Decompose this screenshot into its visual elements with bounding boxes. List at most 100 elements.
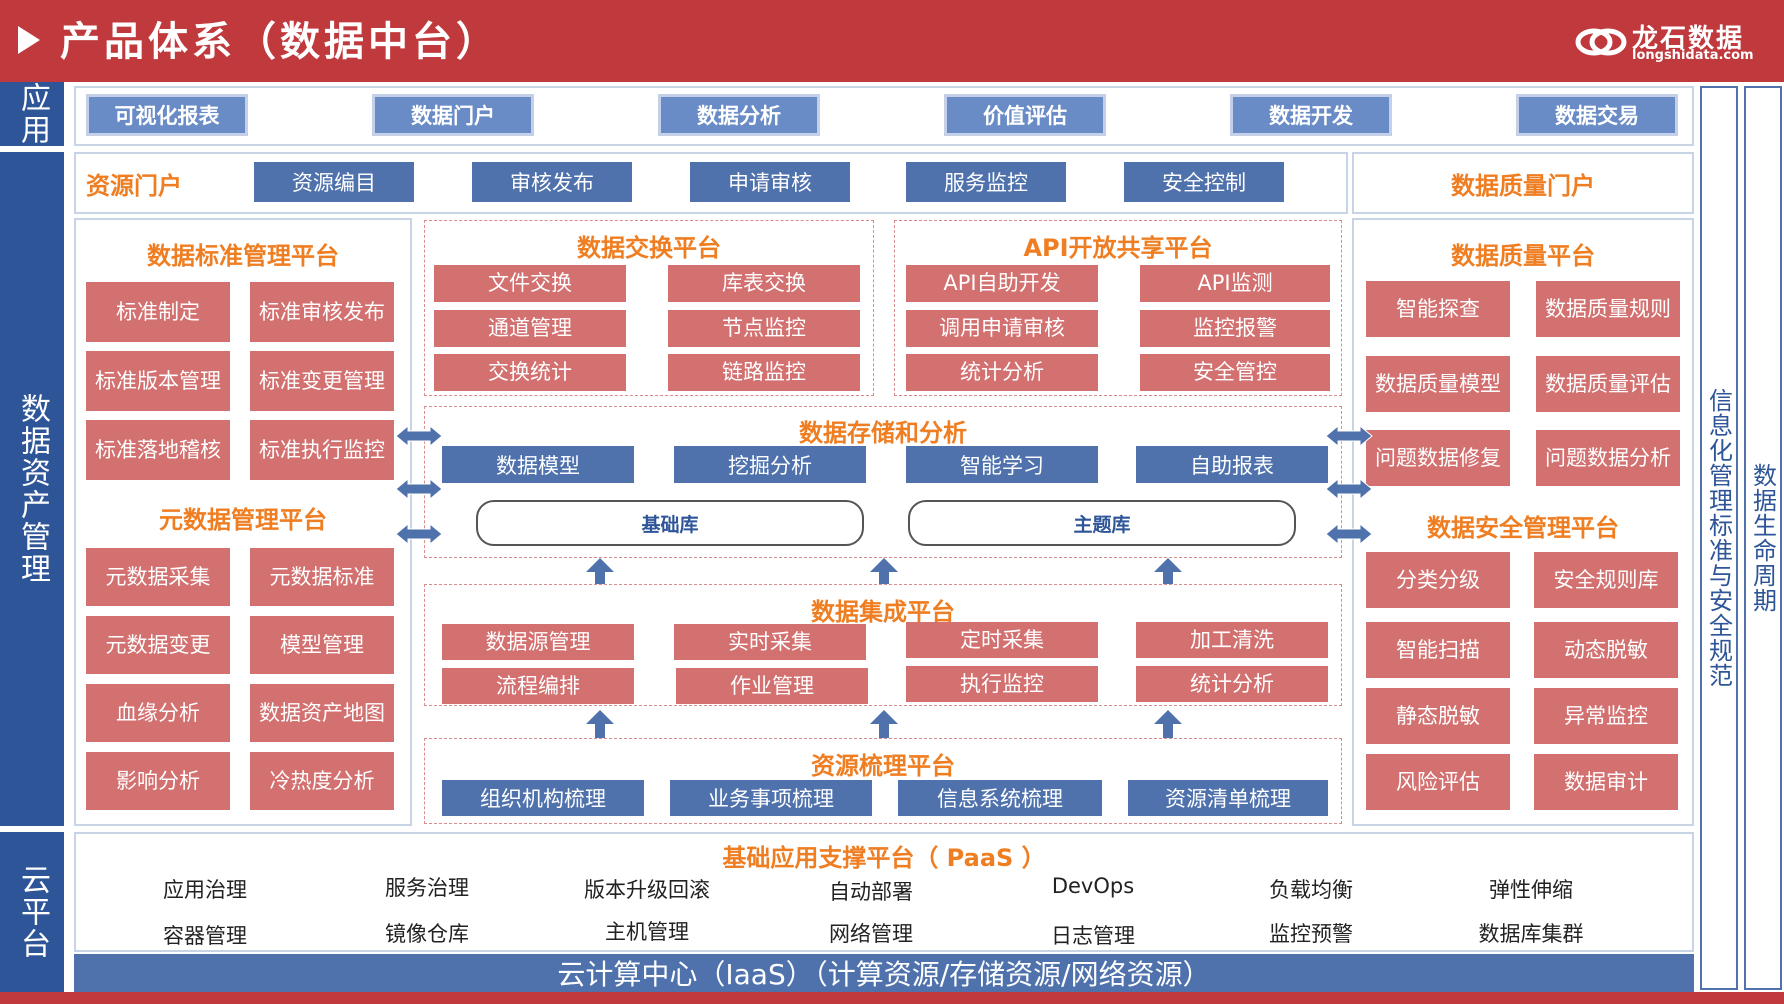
paas-item-container: 容器管理 xyxy=(163,924,247,948)
security-item-dynamic-mask[interactable]: 动态脱敏 xyxy=(1534,622,1678,678)
quality-item-assess[interactable]: 数据质量评估 xyxy=(1536,356,1680,412)
exchange-item-link-monitor[interactable]: 链路监控 xyxy=(668,354,860,391)
security-item-static-mask[interactable]: 静态脱敏 xyxy=(1366,688,1510,744)
portal-button-apply-review[interactable]: 申请审核 xyxy=(690,162,850,202)
std-item-version[interactable]: 标准版本管理 xyxy=(86,351,230,411)
std-item-review-publish[interactable]: 标准审核发布 xyxy=(250,282,394,342)
std-item-change[interactable]: 标准变更管理 xyxy=(250,351,394,411)
meta-platform-title: 元数据管理平台 xyxy=(159,506,327,534)
integration-item-job[interactable]: 作业管理 xyxy=(676,668,868,704)
sort-item-inventory[interactable]: 资源清单梳理 xyxy=(1128,780,1328,816)
app-button-data-trade[interactable]: 数据交易 xyxy=(1516,94,1678,136)
quality-portal-title: 数据质量门户 xyxy=(1451,171,1595,200)
app-button-data-development[interactable]: 数据开发 xyxy=(1230,94,1392,136)
storage-item-model[interactable]: 数据模型 xyxy=(442,446,634,483)
play-triangle-icon xyxy=(18,26,40,54)
storage-title: 数据存储和分析 xyxy=(799,419,967,447)
db-base[interactable]: 基础库 xyxy=(476,500,864,546)
exchange-item-node-monitor[interactable]: 节点监控 xyxy=(668,310,860,347)
meta-item-standard[interactable]: 元数据标准 xyxy=(250,548,394,606)
storage-item-mining[interactable]: 挖掘分析 xyxy=(674,446,866,483)
app-button-data-portal[interactable]: 数据门户 xyxy=(372,94,534,136)
side-label-lifecycle: 数据生命周期 xyxy=(1744,86,1782,990)
paas-item-alert: 监控预警 xyxy=(1269,922,1353,946)
sort-item-system[interactable]: 信息系统梳理 xyxy=(898,780,1102,816)
paas-item-image-repo: 镜像仓库 xyxy=(385,922,469,946)
side-label-lifecycle-text: 数据生命周期 xyxy=(1748,463,1777,613)
integration-item-scheduled[interactable]: 定时采集 xyxy=(906,622,1098,658)
integration-item-realtime[interactable]: 实时采集 xyxy=(674,624,866,660)
meta-item-heat[interactable]: 冷热度分析 xyxy=(250,752,394,810)
storage-item-report[interactable]: 自助报表 xyxy=(1136,446,1328,483)
std-item-define[interactable]: 标准制定 xyxy=(86,282,230,342)
meta-item-model[interactable]: 模型管理 xyxy=(250,616,394,674)
up-arrow-icon xyxy=(1154,558,1182,584)
app-button-value-assessment[interactable]: 价值评估 xyxy=(944,94,1106,136)
portal-button-security-control[interactable]: 安全控制 xyxy=(1124,162,1284,202)
quality-platform-title: 数据质量平台 xyxy=(1451,242,1595,270)
side-label-cloud: 云平台 xyxy=(0,832,64,992)
api-item-self-dev[interactable]: API自助开发 xyxy=(906,265,1098,302)
paas-item-db-cluster: 数据库集群 xyxy=(1478,922,1584,946)
portal-button-service-monitor[interactable]: 服务监控 xyxy=(906,162,1066,202)
security-item-classify[interactable]: 分类分级 xyxy=(1366,552,1510,608)
portal-button-review-publish[interactable]: 审核发布 xyxy=(472,162,632,202)
portal-button-catalog[interactable]: 资源编目 xyxy=(254,162,414,202)
quality-item-model[interactable]: 数据质量模型 xyxy=(1366,356,1510,412)
sort-item-business[interactable]: 业务事项梳理 xyxy=(670,780,872,816)
meta-item-impact[interactable]: 影响分析 xyxy=(86,752,230,810)
security-item-anomaly[interactable]: 异常监控 xyxy=(1534,688,1678,744)
app-button-visual-report[interactable]: 可视化报表 xyxy=(86,94,248,136)
db-theme[interactable]: 主题库 xyxy=(908,500,1296,546)
side-label-cloud-text: 云平台 xyxy=(15,864,50,960)
security-platform-title: 数据安全管理平台 xyxy=(1427,514,1619,542)
app-row-panel xyxy=(74,86,1694,146)
quality-item-repair[interactable]: 问题数据修复 xyxy=(1366,430,1510,486)
exchange-item-stats[interactable]: 交换统计 xyxy=(434,354,626,391)
meta-item-change[interactable]: 元数据变更 xyxy=(86,616,230,674)
resource-portal-title: 资源门户 xyxy=(86,172,182,200)
std-item-audit[interactable]: 标准落地稽核 xyxy=(86,420,230,480)
meta-item-collect[interactable]: 元数据采集 xyxy=(86,548,230,606)
integration-title: 数据集成平台 xyxy=(811,598,955,626)
exchange-item-table[interactable]: 库表交换 xyxy=(668,265,860,302)
side-label-standard-text: 信息化管理标准与安全规范 xyxy=(1704,388,1733,688)
storage-item-ml[interactable]: 智能学习 xyxy=(906,446,1098,483)
side-label-app-text: 应用 xyxy=(15,82,50,146)
api-item-alarm[interactable]: 监控报警 xyxy=(1140,310,1330,347)
double-arrow-icon xyxy=(395,424,443,448)
paas-panel xyxy=(74,832,1694,952)
quality-item-rules[interactable]: 数据质量规则 xyxy=(1536,281,1680,337)
logo-url: longshidata.com xyxy=(1632,48,1754,63)
integration-item-cleanse[interactable]: 加工清洗 xyxy=(1136,622,1328,658)
quality-item-analysis[interactable]: 问题数据分析 xyxy=(1536,430,1680,486)
security-item-risk[interactable]: 风险评估 xyxy=(1366,754,1510,810)
paas-item-version-rollback: 版本升级回滚 xyxy=(584,878,710,902)
integration-item-flow[interactable]: 流程编排 xyxy=(442,668,634,704)
security-item-rulebase[interactable]: 安全规则库 xyxy=(1534,552,1678,608)
paas-item-app-governance: 应用治理 xyxy=(163,878,247,902)
meta-item-lineage[interactable]: 血缘分析 xyxy=(86,684,230,742)
integration-item-exec-monitor[interactable]: 执行监控 xyxy=(906,666,1098,702)
paas-item-host: 主机管理 xyxy=(605,920,689,944)
api-item-stats[interactable]: 统计分析 xyxy=(906,354,1098,391)
quality-item-probe[interactable]: 智能探查 xyxy=(1366,281,1510,337)
paas-item-network: 网络管理 xyxy=(829,922,913,946)
api-item-security[interactable]: 安全管控 xyxy=(1140,354,1330,391)
integration-item-stats[interactable]: 统计分析 xyxy=(1136,666,1328,702)
up-arrow-icon xyxy=(1154,710,1182,738)
security-item-audit[interactable]: 数据审计 xyxy=(1534,754,1678,810)
exchange-item-channel[interactable]: 通道管理 xyxy=(434,310,626,347)
integration-item-datasource[interactable]: 数据源管理 xyxy=(442,624,634,660)
meta-item-asset-map[interactable]: 数据资产地图 xyxy=(250,684,394,742)
exchange-item-file[interactable]: 文件交换 xyxy=(434,265,626,302)
app-button-data-analysis[interactable]: 数据分析 xyxy=(658,94,820,136)
side-label-asset: 数据资产管理 xyxy=(0,152,64,826)
security-item-scan[interactable]: 智能扫描 xyxy=(1366,622,1510,678)
up-arrow-icon xyxy=(870,710,898,738)
std-platform-title: 数据标准管理平台 xyxy=(147,242,339,270)
std-item-monitor[interactable]: 标准执行监控 xyxy=(250,420,394,480)
sort-item-org[interactable]: 组织机构梳理 xyxy=(442,780,644,816)
api-item-monitor[interactable]: API监测 xyxy=(1140,265,1330,302)
api-item-call-review[interactable]: 调用申请审核 xyxy=(906,310,1098,347)
